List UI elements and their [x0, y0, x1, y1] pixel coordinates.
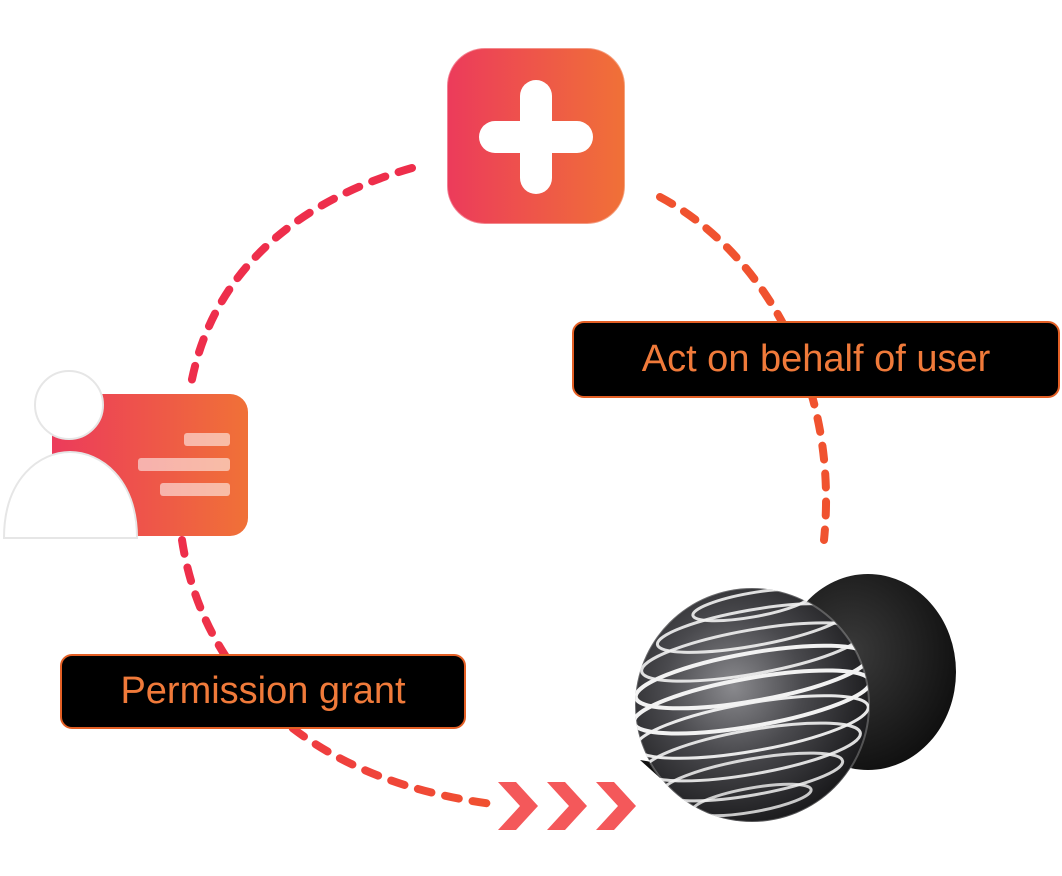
connector-app-to-user: [186, 164, 416, 394]
permission-grant-text: Permission grant: [120, 670, 406, 712]
chevron-arrows-icon: [498, 782, 636, 830]
act-on-behalf-label: Act on behalf of user: [572, 321, 1060, 398]
act-on-behalf-text: Act on behalf of user: [641, 338, 991, 380]
permission-grant-label: Permission grant: [60, 654, 466, 729]
user-profile-card-icon: [2, 370, 248, 539]
glowing-sphere-agent-icon: [634, 574, 956, 823]
plus-app-icon: [446, 47, 626, 225]
